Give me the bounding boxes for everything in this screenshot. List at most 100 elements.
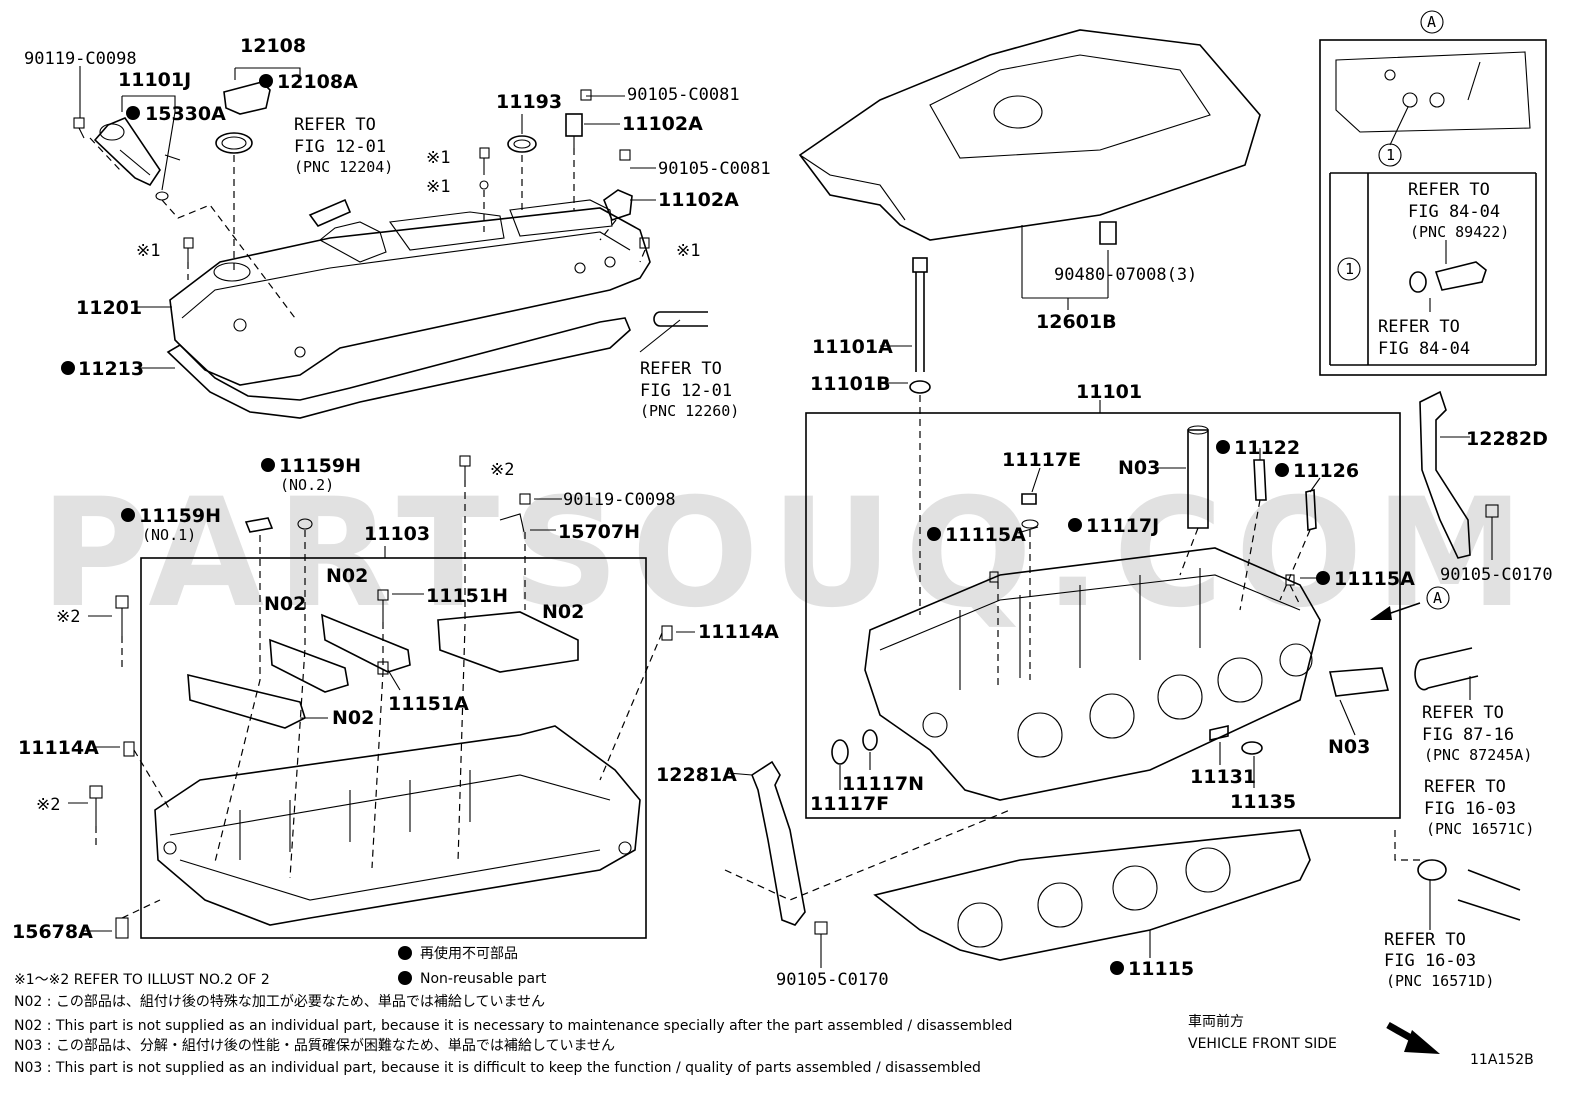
refer-fig-16-03-a-line2[interactable]: FIG 16-03 xyxy=(1424,799,1516,819)
legend-n02-jp: N02 : この部品は、組付け後の特殊な加工が必要なため、単品では補給していませ… xyxy=(14,994,545,1010)
label-11115[interactable]: 11115 xyxy=(1128,958,1194,980)
vehicle-front-arrow-icon xyxy=(1386,1021,1440,1054)
refer-fig-84-04-a-line1: REFER TO xyxy=(1408,180,1490,200)
label-15330a[interactable]: 15330A xyxy=(145,103,226,125)
label-90480-07008[interactable]: 90480-07008(3) xyxy=(1054,265,1197,285)
sensor-lower-drawing[interactable] xyxy=(603,149,633,221)
label-x1-b: ※1 xyxy=(426,177,450,197)
refer-fig-12-01-b-line2[interactable]: FIG 12-01 xyxy=(640,381,732,401)
engine-hanger-front-drawing[interactable] xyxy=(751,760,828,960)
camshaft-housing-box xyxy=(140,557,647,939)
label-11126[interactable]: 11126 xyxy=(1293,460,1359,482)
label-11101j[interactable]: 11101J xyxy=(118,69,191,91)
label-12281a[interactable]: 12281A xyxy=(656,764,737,786)
sensor-upper-drawing[interactable] xyxy=(565,89,592,148)
label-11115a-b[interactable]: 11115A xyxy=(1334,568,1415,590)
label-11117j[interactable]: 11117J xyxy=(1086,515,1159,537)
label-11115a-a[interactable]: 11115A xyxy=(945,524,1026,546)
head-bolt-drawing[interactable] xyxy=(909,257,931,394)
label-x1-c: ※1 xyxy=(136,241,160,261)
label-11117e[interactable]: 11117E xyxy=(1002,449,1081,471)
label-11213[interactable]: 11213 xyxy=(78,358,144,380)
diagram-code: 11A152B xyxy=(1470,1052,1534,1068)
label-11114a-b[interactable]: 11114A xyxy=(18,737,99,759)
refer-fig-84-04-a-line3: (PNC 89422) xyxy=(1410,223,1509,241)
label-11135[interactable]: 11135 xyxy=(1230,791,1296,813)
refer-fig-84-04-b-line2[interactable]: FIG 84-04 xyxy=(1378,339,1470,359)
engine-cover-drawing[interactable] xyxy=(798,29,1261,241)
label-15678a[interactable]: 15678A xyxy=(12,921,93,943)
inset-sensor-drawing[interactable] xyxy=(1409,261,1487,293)
label-90119-c0098-b[interactable]: 90119-C0098 xyxy=(563,490,676,510)
label-11159h-no2[interactable]: 11159H xyxy=(279,455,361,477)
refer-fig-87-16-line2[interactable]: FIG 87-16 xyxy=(1422,725,1514,745)
label-11122[interactable]: 11122 xyxy=(1234,437,1300,459)
camshaft-housing-drawing[interactable] xyxy=(154,725,641,926)
label-11117n[interactable]: 11117N xyxy=(842,773,924,795)
label-11151a[interactable]: 11151A xyxy=(388,693,469,715)
label-n02-d: N02 xyxy=(332,707,374,729)
legend-nonreusable-jp: 再使用不可部品 xyxy=(420,945,518,962)
head-gasket-drawing[interactable] xyxy=(873,829,1311,961)
label-12108a[interactable]: 12108A xyxy=(277,71,358,93)
label-12601b[interactable]: 12601B xyxy=(1036,311,1117,333)
label-90119-c0098[interactable]: 90119-C0098 xyxy=(24,49,137,69)
pcv-hose-drawing[interactable] xyxy=(308,198,708,327)
label-11159h-no1[interactable]: 11159H xyxy=(139,505,221,527)
inset-a-box xyxy=(1319,39,1547,376)
label-11114a-a[interactable]: 11114A xyxy=(698,621,779,643)
small-bolts-x1-drawing[interactable] xyxy=(183,147,650,262)
label-15707h[interactable]: 15707H xyxy=(558,521,640,543)
cylinder-head-cover-drawing[interactable] xyxy=(169,199,651,386)
label-11101b[interactable]: 11101B xyxy=(810,373,891,395)
label-90105-c0170-a[interactable]: 90105-C0170 xyxy=(1440,565,1553,585)
label-circle-a-2: A xyxy=(1433,589,1442,607)
cover-gasket-drawing[interactable] xyxy=(166,317,631,419)
label-n02-c: N02 xyxy=(542,601,584,623)
legend-front-jp: 車両前方 xyxy=(1188,1013,1244,1030)
label-90105-c0081-a[interactable]: 90105-C0081 xyxy=(627,85,740,105)
label-x2-a: ※2 xyxy=(490,460,514,480)
label-90105-c0081-b[interactable]: 90105-C0081 xyxy=(658,159,771,179)
legend-refer-illust: ※1～※2 REFER TO ILLUST NO.2 OF 2 xyxy=(14,972,270,988)
label-12282d[interactable]: 12282D xyxy=(1466,428,1548,450)
refer-fig-16-03-b-line1: REFER TO xyxy=(1384,930,1466,950)
label-11193[interactable]: 11193 xyxy=(496,91,562,113)
label-12108[interactable]: 12108 xyxy=(240,35,306,57)
legend-nonreusable-en: Non-reusable part xyxy=(420,971,547,987)
label-11102a-b[interactable]: 11102A xyxy=(658,189,739,211)
cover-grommet-drawing[interactable] xyxy=(1099,221,1117,245)
watermark: PARTSOUQ.COM xyxy=(40,467,1536,641)
label-x1-d: ※1 xyxy=(676,241,700,261)
label-x1-a: ※1 xyxy=(426,148,450,168)
refer-fig-84-04-a-line2[interactable]: FIG 84-04 xyxy=(1408,202,1500,222)
label-11151h[interactable]: 11151H xyxy=(426,585,508,607)
label-11131[interactable]: 11131 xyxy=(1190,766,1256,788)
oil-control-valve-drawing[interactable] xyxy=(93,117,169,201)
cylinder-head-drawing[interactable] xyxy=(864,547,1321,801)
refer-fig-87-16-line3: (PNC 87245A) xyxy=(1424,746,1532,764)
label-11103[interactable]: 11103 xyxy=(364,523,430,545)
legend-n03-jp: N03 : この部品は、分解・組付け後の性能・品質確保が困難なため、単品では補給… xyxy=(14,1038,615,1054)
label-11117f[interactable]: 11117F xyxy=(810,793,889,815)
refer-fig-16-03-a-line1: REFER TO xyxy=(1424,777,1506,797)
bolts-and-dowels-middle[interactable] xyxy=(89,455,673,939)
label-11101a[interactable]: 11101A xyxy=(812,336,893,358)
refer-fig-16-03-a-line3: (PNC 16571C) xyxy=(1426,820,1534,838)
label-90105-c0170-b[interactable]: 90105-C0170 xyxy=(776,970,889,990)
label-11201[interactable]: 11201 xyxy=(76,297,142,319)
refer-fig-12-01-a-line2[interactable]: FIG 12-01 xyxy=(294,137,386,157)
refer-fig-16-03-b-line2[interactable]: FIG 16-03 xyxy=(1384,951,1476,971)
refer-fig-12-01-b-line3: (PNC 12260) xyxy=(640,402,739,420)
bolt-90119-drawing[interactable] xyxy=(73,117,85,139)
plug-seal-drawing[interactable] xyxy=(507,135,537,153)
inset-head-drawing[interactable] xyxy=(1335,51,1531,133)
label-11102a-a[interactable]: 11102A xyxy=(622,113,703,135)
inset-circle-2: 1 xyxy=(1345,260,1354,278)
label-no1: (NO.1) xyxy=(142,526,196,544)
label-11101[interactable]: 11101 xyxy=(1076,381,1142,403)
bearing-caps-drawing[interactable] xyxy=(187,611,579,729)
label-n02-b: N02 xyxy=(264,593,306,615)
